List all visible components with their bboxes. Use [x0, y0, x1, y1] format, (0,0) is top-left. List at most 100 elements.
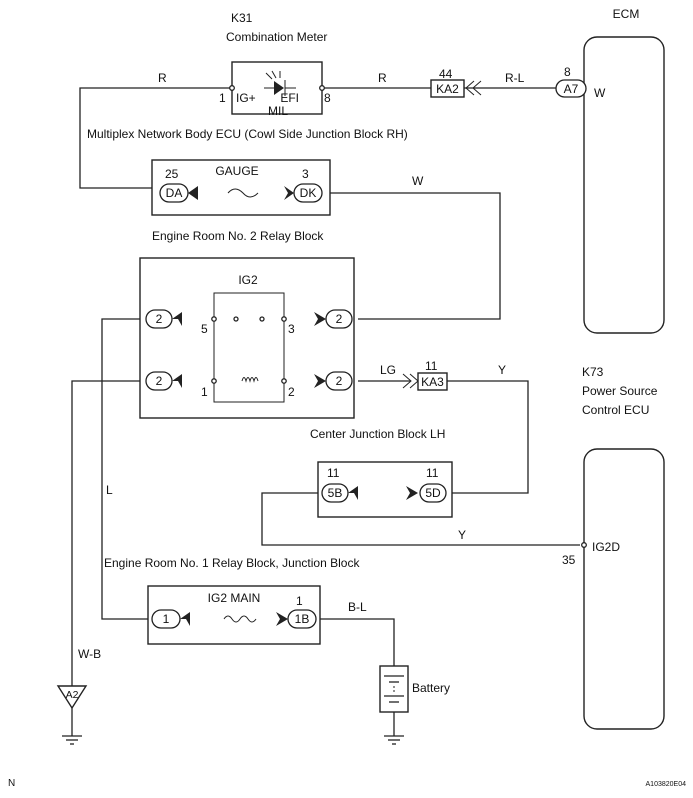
connector-2-right-lower-label: 2	[336, 374, 343, 388]
wire-y-ig2d	[261, 492, 580, 546]
ig2d-pin: 35	[562, 553, 576, 567]
ig2-main-fuse-icon	[223, 615, 257, 623]
wire-w-b	[71, 380, 146, 686]
a7-pin: 8	[564, 65, 571, 79]
wire-label-l: L	[106, 483, 113, 497]
a7-connector	[555, 79, 587, 98]
ka3-label: KA3	[421, 375, 444, 389]
dk-pin: 3	[302, 167, 309, 181]
wire-label-y-bottom: Y	[458, 528, 466, 542]
relay-block-1: IG2 MAIN 1 1 1B	[147, 585, 321, 645]
k73-terminal-ig2d	[581, 542, 587, 548]
relay-node-3	[281, 316, 287, 322]
relay-node-1	[211, 378, 217, 384]
wire-label-b-l: B-L	[348, 600, 367, 614]
k31-terminal-efi	[319, 85, 325, 91]
k31-terminal-ig	[229, 85, 235, 91]
multiplex-ecu: 25 GAUGE 3 DA DK	[151, 159, 331, 216]
ka3-box	[417, 372, 448, 391]
ecm-box	[583, 36, 665, 334]
wire-l	[101, 318, 150, 620]
da-arrow-icon	[188, 186, 198, 200]
k73-code: K73	[582, 365, 604, 379]
connector-2-left-upper-label: 2	[156, 312, 163, 326]
c1b-arrow-icon	[276, 612, 288, 626]
wire-label-lg: LG	[380, 363, 396, 377]
multiplex-ecu-label: Multiplex Network Body ECU (Cowl Side Ju…	[87, 127, 408, 141]
ig2-main-label: IG2 MAIN	[208, 591, 261, 605]
relay-pin-1: 1	[201, 385, 208, 399]
da-label: DA	[166, 186, 183, 200]
relay-block-2: IG2 5 3 1 2 2 2 2 2	[139, 257, 355, 419]
ka2-chevron-1	[465, 80, 475, 96]
relay-pin-3: 3	[288, 322, 295, 336]
connector-ka3: 11 KA3	[402, 359, 448, 391]
wire-label-r-left: R	[158, 71, 167, 85]
ground-a2: A2	[56, 685, 88, 710]
connector-2-left-lower-label: 2	[156, 374, 163, 388]
k31-efi-label: EFI	[280, 91, 299, 105]
relay-node-5	[211, 316, 217, 322]
wire-label-w-dk: W	[412, 174, 424, 188]
k31-pin-efi: 8	[324, 91, 331, 105]
k31-mil-label: MIL	[268, 104, 288, 118]
ecm: ECM 8 A7 W	[555, 7, 665, 334]
wire-label-r-l: R-L	[505, 71, 525, 85]
relay-node-2	[281, 378, 287, 384]
c1b-label: 1B	[295, 612, 310, 626]
power-source-control-ecu: K73 Power Source Control ECU IG2D 35	[562, 365, 665, 730]
ka2-box	[430, 79, 465, 98]
wire-label-y-ka3: Y	[498, 363, 506, 377]
c5d-arrow-icon	[406, 486, 418, 500]
relay-block-2-label: Engine Room No. 2 Relay Block	[152, 229, 324, 243]
gauge-label: GAUGE	[215, 164, 258, 178]
connector-2-right-lower	[325, 371, 353, 391]
mil-ray-1	[265, 72, 273, 80]
wire-r-ig	[79, 87, 232, 189]
connector-5d	[419, 483, 447, 503]
ecm-wire-w: W	[594, 86, 606, 100]
battery: Battery	[379, 665, 450, 713]
k73-name-1: Power Source	[582, 384, 658, 398]
c5b-label: 5B	[328, 486, 343, 500]
c5d-label: 5D	[425, 486, 441, 500]
connector-2-right-upper	[325, 309, 353, 329]
relay-pin-5: 5	[201, 322, 208, 336]
connector-2-right-upper-arrow-icon	[314, 312, 326, 326]
ka3-pin: 11	[425, 359, 438, 373]
connector-2-right-lower-arrow-icon	[314, 374, 326, 388]
k73-name-2: Control ECU	[582, 403, 649, 417]
wire-y-ka3	[446, 380, 529, 494]
wire-label-r-right: R	[378, 71, 387, 85]
a2-label: A2	[66, 689, 79, 701]
wire-w-dk	[320, 192, 501, 320]
ig2d-label: IG2D	[592, 540, 620, 554]
gauge-fuse-icon	[227, 188, 259, 198]
ka2-label: KA2	[436, 82, 459, 96]
ecm-label: ECM	[613, 7, 640, 21]
dk-arrow-icon	[284, 186, 294, 200]
relay-block-2-box	[139, 257, 355, 419]
mil-ray-2	[271, 70, 277, 79]
relay-coil-icon	[241, 377, 259, 383]
connector-2-left-upper-arrow-icon	[172, 312, 182, 326]
a7-label: A7	[564, 82, 579, 96]
k31-code: K31	[231, 11, 253, 25]
k31-pin-ig: 1	[219, 91, 226, 105]
footer-left-mark: N	[8, 778, 15, 789]
c1-arrow-icon	[180, 612, 190, 626]
connector-2-left-lower-arrow-icon	[172, 374, 182, 388]
ig2-label: IG2	[238, 273, 258, 287]
combination-meter: K31 Combination Meter 1 IG+ EFI 8 MIL	[219, 11, 331, 118]
k31-ig-label: IG+	[236, 91, 256, 105]
dk-label: DK	[300, 186, 317, 200]
relay-block-1-label: Engine Room No. 1 Relay Block, Junction …	[104, 556, 360, 570]
c1b-pin: 1	[296, 594, 303, 608]
da-pin: 25	[165, 167, 179, 181]
ka2-pin: 44	[439, 67, 453, 81]
relay-switch-contact-a	[233, 316, 239, 322]
c5b-pin: 11	[327, 466, 340, 480]
connector-ka2: 44 KA2	[430, 67, 482, 98]
k31-name: Combination Meter	[226, 30, 327, 44]
